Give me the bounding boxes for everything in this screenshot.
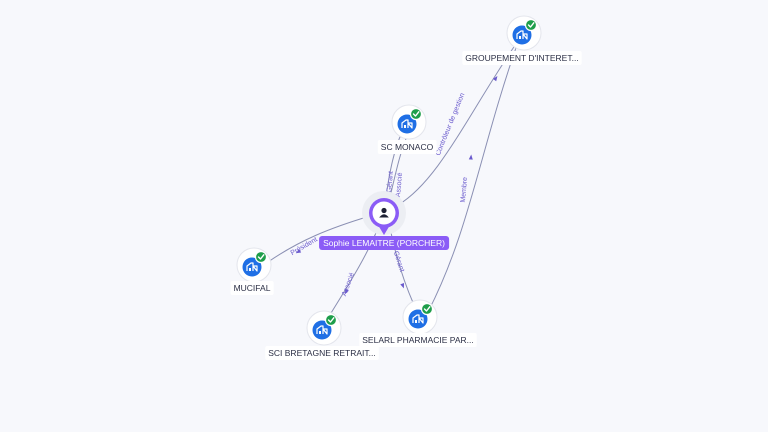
edge-line [427,41,519,313]
building-door [519,36,521,39]
building-door [404,125,406,128]
label-box [377,140,437,154]
company-name: SCI BRETAGNE RETRAIT... [268,348,376,358]
person-label[interactable]: Sophie LEMAITRE (PORCHER) [319,236,450,250]
company-name: SC MONACO [381,142,434,152]
company-label[interactable]: GROUPEMENT D'INTERET... [462,51,582,65]
edge-person-sc-monaco: Gérant [385,131,403,197]
verified-check-icon [524,18,538,32]
building-glyph [412,314,424,324]
label-box [230,281,274,295]
edge-arrow [295,249,302,254]
company-label[interactable]: SCI BRETAGNE RETRAIT... [265,346,379,360]
building-glyph [401,119,413,129]
building-icon [408,309,428,329]
edge-line [385,131,403,197]
company-name: SELARL PHARMACIE PAR... [362,335,473,345]
building-icon [242,257,262,277]
building-glyph [316,325,328,335]
edge-label: Membre [460,177,469,203]
company-name: MUCIFAL [234,283,271,293]
edge-label: Gérant [386,171,395,193]
nodes-layer: GROUPEMENT D'INTERET... SC MONACO MUCIFAL S… [230,15,582,360]
building-glyph [246,262,258,272]
edge-arrow [492,75,498,82]
edge-arrow [344,288,349,295]
edge-arrow [468,154,473,160]
company-node-sci-bretagne[interactable]: SCI BRETAGNE RETRAIT... [265,310,379,360]
company-label[interactable]: SC MONACO [377,140,437,154]
building-door [249,268,251,271]
company-name: GROUPEMENT D'INTERET... [465,53,578,63]
company-node-mucifal[interactable]: MUCIFAL [230,247,274,295]
person-icon [379,207,389,218]
building-icon [397,114,417,134]
building-door [415,320,417,323]
building-icon [312,320,332,340]
verified-check-icon [254,250,268,264]
edge-arrow [400,282,405,289]
building-icon [512,25,532,45]
edge-selarl-groupement: Membre [427,41,519,313]
company-label[interactable]: SELARL PHARMACIE PAR... [359,333,477,347]
building-glyph [516,30,528,40]
company-node-sc-monaco[interactable]: SC MONACO [377,104,437,154]
label-box [265,346,379,360]
company-node-selarl[interactable]: SELARL PHARMACIE PAR... [359,299,477,347]
person-node[interactable]: Sophie LEMAITRE (PORCHER) [319,191,450,250]
company-label[interactable]: MUCIFAL [230,281,274,295]
verified-check-icon [420,302,434,316]
verified-check-icon [409,107,423,121]
person-label-box [319,236,450,250]
person-name: Sophie LEMAITRE (PORCHER) [323,238,445,248]
verified-check-icon [324,313,338,327]
company-node-groupement[interactable]: GROUPEMENT D'INTERET... [462,15,582,65]
edge-label: Président [290,236,319,257]
edge-line [267,215,371,263]
edge-label: Gérant [392,250,405,273]
building-door [319,331,321,334]
label-box [462,51,582,65]
edge-label: Associé [395,172,404,197]
edge-label: Associé [341,272,356,298]
label-box [359,333,477,347]
